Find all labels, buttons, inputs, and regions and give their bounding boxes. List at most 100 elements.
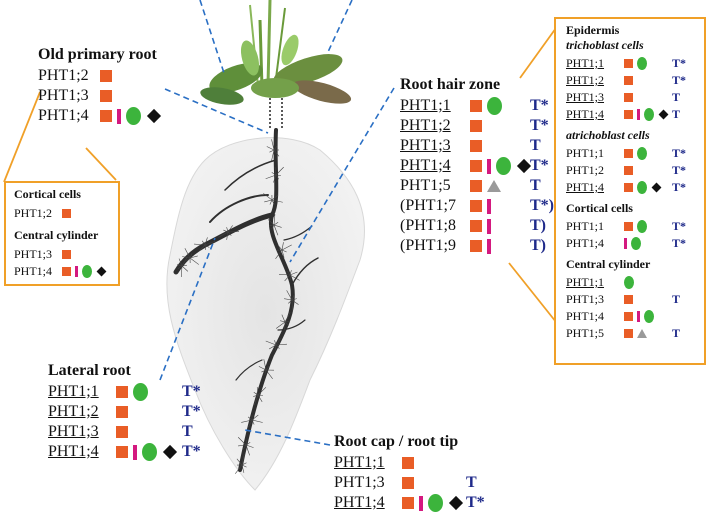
root-hair — [291, 295, 295, 301]
square-marker — [62, 209, 71, 218]
root-hair — [273, 145, 278, 151]
gene-name: (PHT1;8 — [400, 217, 456, 234]
root-hair — [286, 290, 293, 301]
square-marker — [624, 76, 633, 85]
root-hair — [263, 359, 267, 371]
gene-name: PHT1;2 — [38, 67, 89, 84]
epidermis-title: Epidermis — [566, 23, 620, 37]
root-hair — [275, 343, 287, 346]
root-hair — [281, 242, 284, 251]
root-hair — [288, 299, 293, 304]
oval-marker — [82, 265, 92, 278]
gene-name: PHT1;4 — [14, 264, 53, 278]
oval-marker — [644, 108, 654, 121]
cortical-title: Cortical cells — [566, 201, 633, 215]
root-hair — [278, 246, 283, 251]
root-hair — [245, 439, 247, 446]
root-hair — [204, 244, 210, 248]
root-hair — [226, 231, 229, 240]
root-hair — [281, 249, 285, 258]
gene-name: (PHT1;9 — [400, 237, 456, 254]
root-hair — [263, 193, 273, 201]
gene-name: PHT1;5 — [400, 177, 451, 194]
transporter-label: T — [182, 423, 193, 440]
callout-connectors — [3, 27, 557, 323]
atrichoblast-title: atrichoblast cells — [566, 128, 650, 142]
root-hair — [271, 194, 279, 201]
transporter-label: T — [530, 137, 541, 154]
root-hair — [281, 244, 292, 251]
transporter-label: T*) — [530, 197, 554, 214]
square-marker — [62, 267, 71, 276]
old-root-central-title: Central cylinder — [14, 228, 99, 242]
old-root-cortical-list: PHT1;2 — [14, 205, 98, 222]
root-hair — [241, 454, 245, 466]
root-hair — [271, 224, 275, 230]
square-marker — [470, 100, 482, 112]
root-hair — [281, 249, 287, 253]
square-marker — [470, 120, 482, 132]
transporter-label: T* — [672, 219, 687, 233]
transporter-label: T* — [530, 97, 549, 114]
lateral-root-title: Lateral root — [48, 362, 131, 379]
bar-marker — [75, 266, 78, 277]
bar-marker — [487, 198, 491, 214]
root-hair — [237, 437, 247, 446]
square-marker — [624, 295, 633, 304]
root-hair — [256, 387, 259, 396]
root-hair — [289, 270, 292, 276]
root-hair — [273, 221, 279, 226]
transporter-label: T* — [466, 494, 485, 511]
square-marker — [116, 426, 128, 438]
gene-row: PHT1;3 — [14, 246, 98, 263]
root-hair — [235, 464, 243, 474]
root-hair — [182, 256, 191, 259]
gene-row: PHT1;1 T* — [400, 96, 549, 116]
root-hair — [271, 149, 275, 161]
square-marker — [100, 90, 112, 102]
root-hair — [204, 240, 216, 246]
gene-name: PHT1;5 — [566, 326, 605, 340]
root-hair — [269, 224, 275, 227]
gene-name: PHT1;4 — [566, 309, 605, 323]
root-hair — [274, 340, 277, 346]
root-halo — [166, 137, 365, 491]
trichoblast-title: trichoblast cells — [566, 38, 644, 52]
root-hair — [284, 298, 293, 301]
gene-name: PHT1;1 — [400, 97, 451, 114]
root-hair — [181, 264, 187, 267]
square-marker — [624, 149, 633, 158]
diamond-marker — [651, 182, 662, 193]
gene-row: PHT1;3 — [38, 86, 157, 106]
root-hair — [289, 274, 300, 281]
root-hair — [275, 249, 283, 260]
root-hair — [226, 227, 229, 233]
square-marker — [624, 312, 633, 321]
root-hair — [265, 369, 273, 379]
gene-name: PHT1;4 — [400, 157, 451, 174]
root-hair — [265, 365, 270, 371]
bar-marker — [624, 238, 627, 249]
root-hair — [289, 271, 298, 276]
root-hair — [189, 253, 193, 259]
root-hair — [247, 416, 253, 421]
square-marker — [624, 110, 633, 119]
root-hair — [251, 414, 259, 421]
root-hair — [227, 225, 233, 233]
transporter-label: T) — [530, 217, 546, 234]
root-hair — [284, 274, 291, 282]
transporter-label: T — [530, 177, 541, 194]
gene-row: PHT1;4 — [14, 263, 107, 280]
